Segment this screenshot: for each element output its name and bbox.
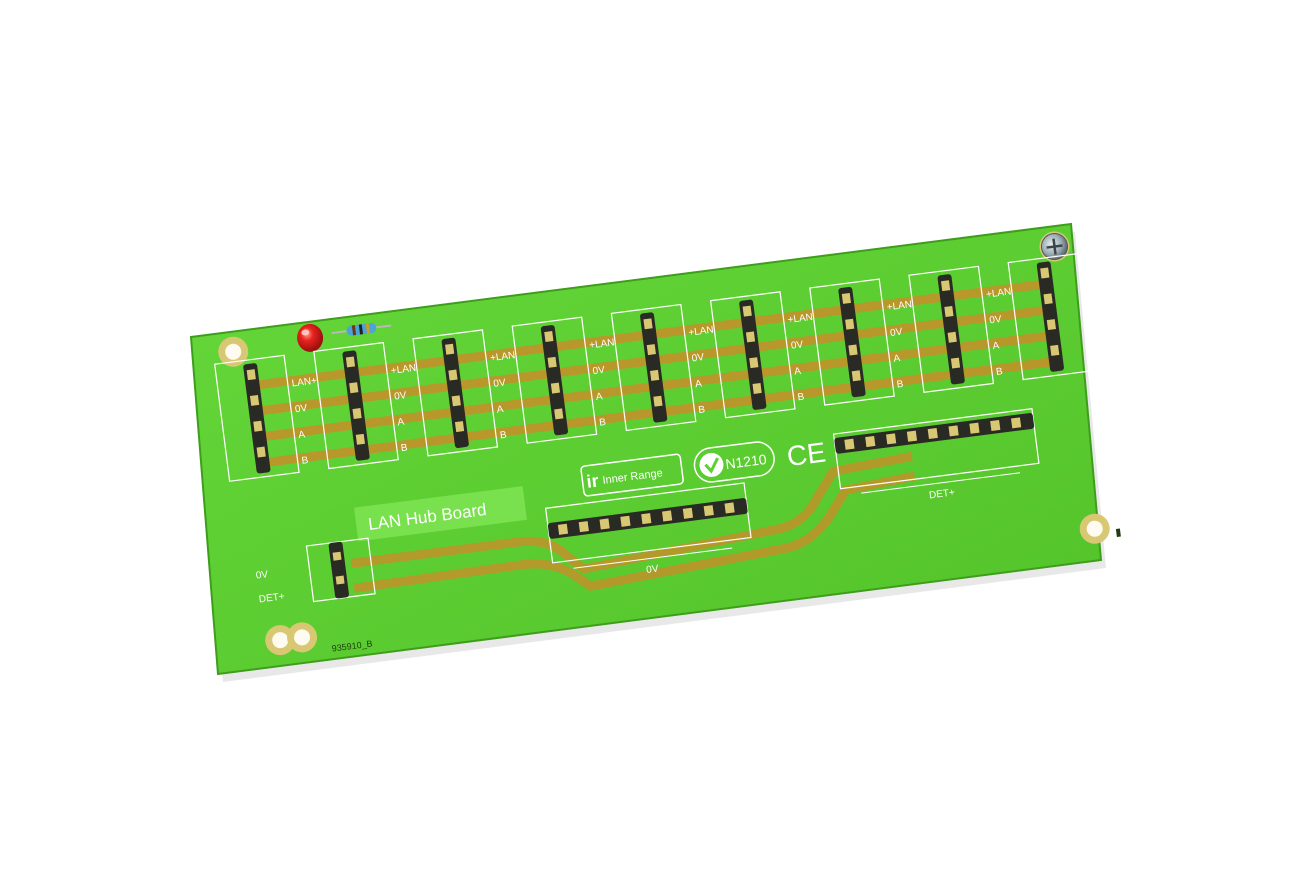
lan-pin-label: 0V	[294, 403, 308, 416]
lan-pin-label: B	[499, 430, 507, 442]
det-pin	[927, 427, 938, 440]
ov-bus-label: 0V	[646, 563, 660, 576]
det-pin	[948, 425, 959, 437]
ov-pin	[661, 510, 673, 522]
lan-pin-label: 0V	[691, 352, 705, 365]
lan-pin-label: A	[595, 391, 603, 403]
lan-terminal-block	[213, 354, 300, 482]
det-pin	[844, 438, 855, 450]
ov-pin	[578, 521, 589, 533]
lan-pin-label: +LAN	[589, 337, 615, 351]
ov-pin	[557, 523, 569, 535]
lan-pin-label: +LAN	[985, 286, 1011, 300]
board-content: LAN+ 0V A B +LAN 0V A B +LAN 0V A B +LAN 0V A B +LAN 0V A B…	[213, 231, 1121, 656]
lan-pin-label: 0V	[890, 327, 904, 340]
ov-pin	[641, 513, 652, 525]
lan-pin-label: +LAN	[390, 363, 416, 377]
left-det-label: DET+	[258, 591, 285, 605]
lan-pin-label: A	[893, 353, 901, 365]
lan-pin-label: B	[896, 379, 904, 391]
lan-terminal-block	[610, 303, 697, 432]
screw	[1041, 233, 1069, 261]
det-pin	[990, 419, 1001, 432]
lan-pin-label: A	[694, 378, 702, 390]
lan-pin-label: 0V	[592, 365, 606, 378]
lan-pin-label: +LAN	[787, 312, 813, 326]
lan-terminal-block	[709, 291, 796, 419]
lan-pin-label: LAN+	[291, 375, 318, 389]
lan-pin-label: +LAN	[688, 325, 714, 339]
red-led	[297, 323, 324, 352]
lan-pin-label: 0V	[493, 377, 507, 390]
resistor	[331, 323, 392, 336]
ov-pin	[682, 507, 694, 519]
svg-text:ir: ir	[585, 470, 599, 491]
ce-mark: CE	[785, 436, 828, 472]
det-pin	[969, 422, 980, 434]
lan-terminal-block	[1007, 252, 1094, 381]
lan-pin-label: A	[298, 429, 306, 441]
lan-terminal-block	[511, 316, 598, 444]
det-pin	[865, 436, 876, 448]
lan-pin-label: +LAN	[489, 350, 515, 364]
det-bus-strip: DET+	[832, 408, 1040, 501]
lan-pin-label: B	[698, 404, 706, 416]
lan-pin-label: B	[995, 366, 1003, 378]
lan-pin-label: 0V	[790, 339, 804, 352]
det-ov-traces	[350, 451, 916, 593]
lan-terminal-blocks: LAN+ 0V A B +LAN 0V A B +LAN 0V A B +LAN 0V A B +LAN 0V A B…	[213, 252, 1094, 482]
ov-pin	[599, 518, 610, 530]
ov-pin	[724, 502, 735, 514]
lan-pin-label: A	[992, 340, 1000, 352]
lan-pin-label: +LAN	[886, 299, 912, 313]
lan-terminal-block	[809, 278, 895, 406]
lan-pin-label: A	[397, 417, 405, 429]
lan-pin-label: A	[794, 366, 802, 378]
lan-pin-label: 0V	[989, 314, 1003, 327]
left-det-terminal: 0V DET+	[255, 537, 376, 605]
ov-bus-strip: 0V	[544, 482, 752, 576]
compliance-code: N1210	[724, 451, 767, 472]
compliance-mark: N1210	[693, 441, 775, 483]
left-ov-label: 0V	[255, 569, 269, 582]
det-pin	[906, 430, 918, 442]
det-pin	[886, 433, 897, 445]
lan-pin-label: B	[301, 455, 309, 467]
lan-pin-label: A	[496, 404, 504, 416]
lan-terminal-block	[908, 265, 995, 393]
lan-pin-label: B	[599, 417, 607, 429]
lan-pin-label: 0V	[394, 390, 408, 403]
det-pin	[1010, 417, 1022, 429]
lan-pin-label: B	[400, 442, 408, 454]
lan-terminal-block	[412, 329, 499, 457]
lan-pin-label: B	[797, 392, 805, 404]
lan-terminal-block	[313, 341, 399, 470]
ov-pin	[620, 515, 631, 527]
corner-mark	[1115, 528, 1121, 537]
ov-pin	[703, 505, 714, 517]
det-bus-label: DET+	[928, 487, 955, 501]
title-label-bg	[354, 486, 527, 542]
